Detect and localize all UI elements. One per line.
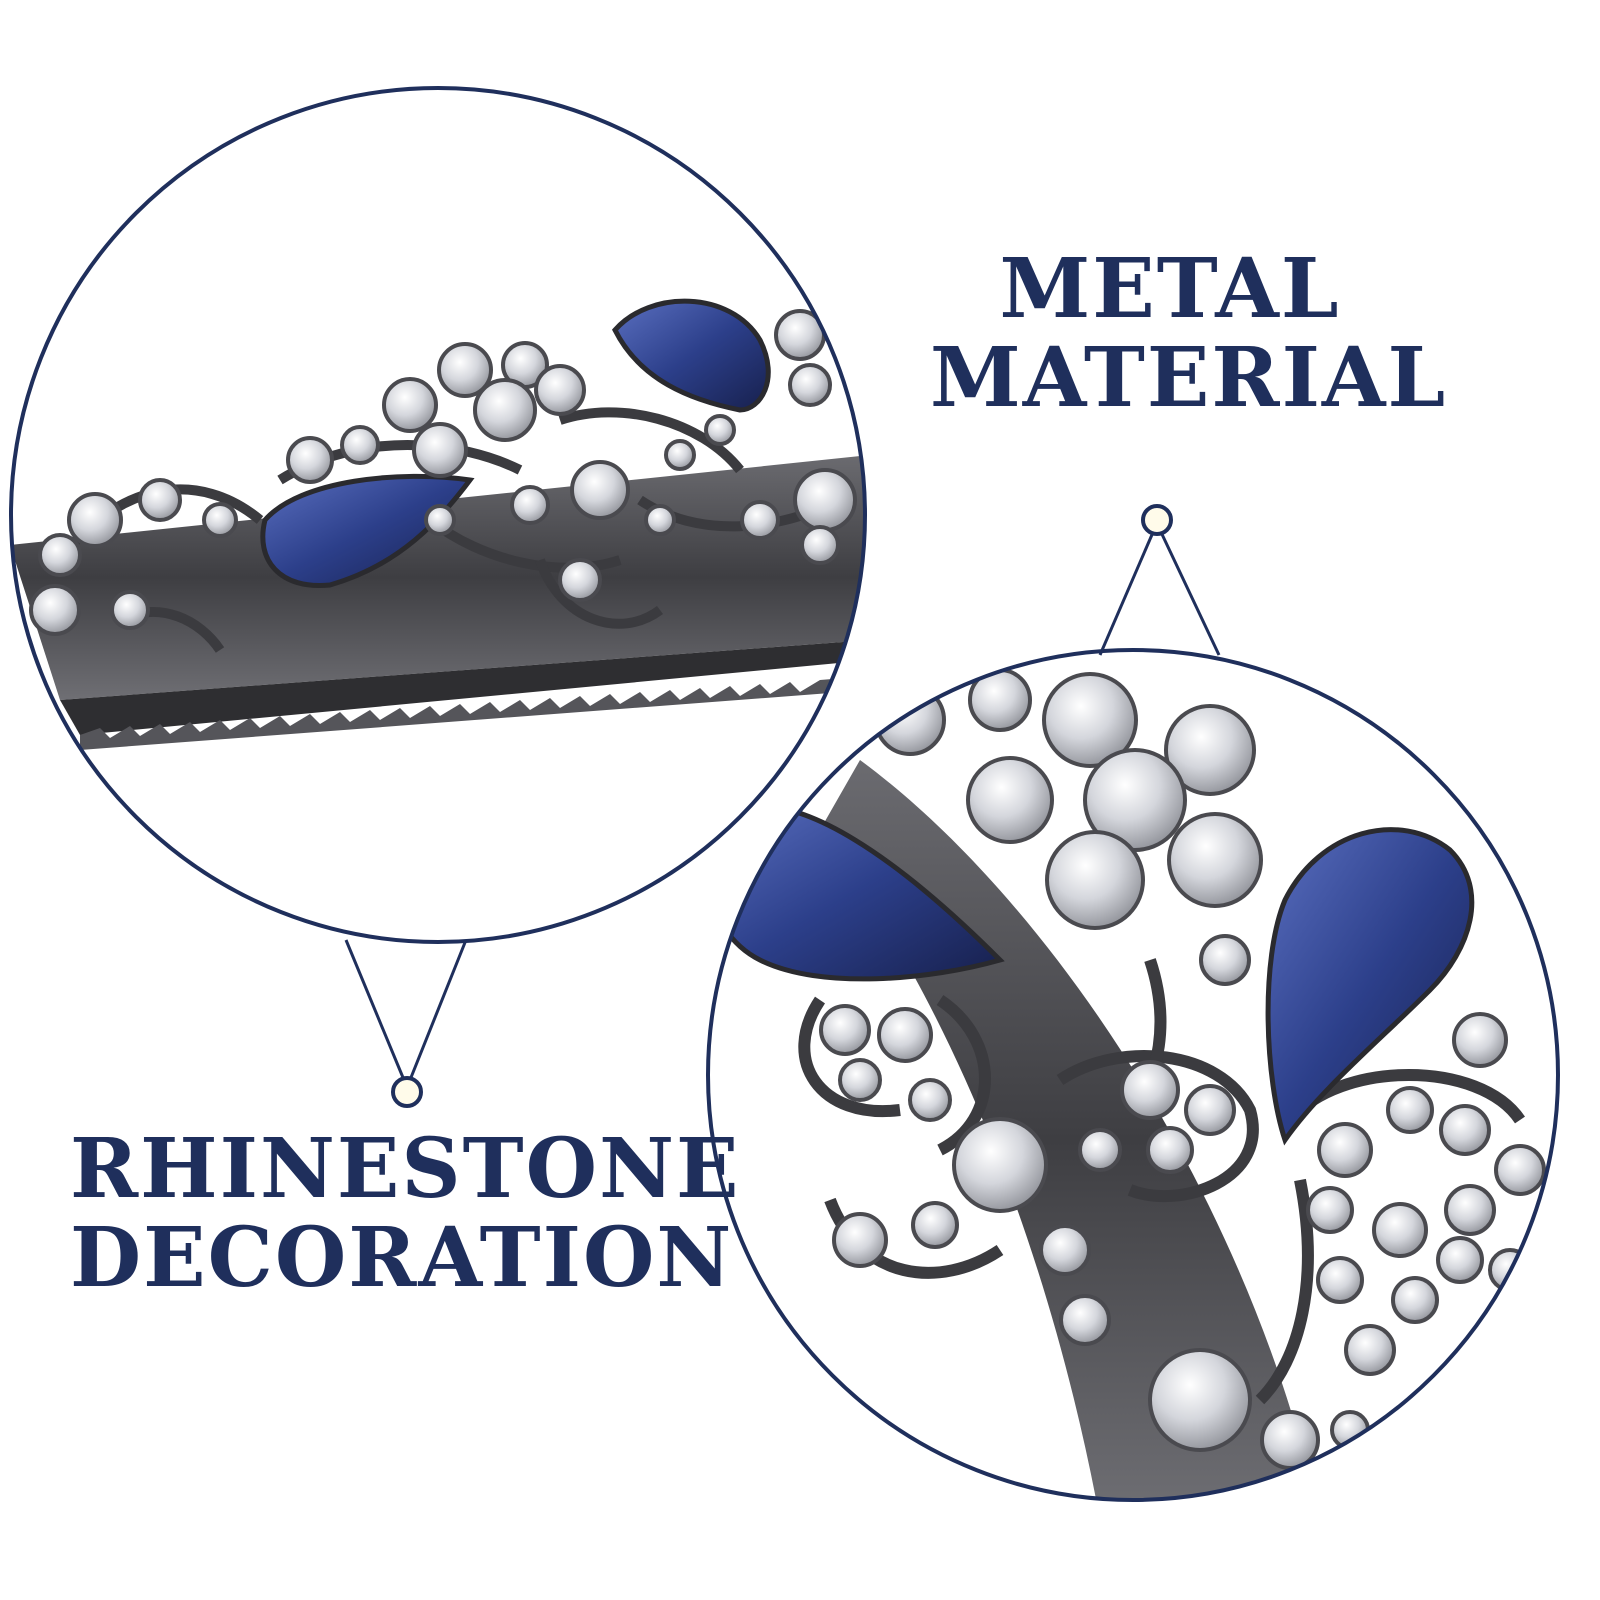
serrated-teeth [80,676,865,750]
rhinestone-cluster [819,668,1546,1470]
callout-dot [391,1076,423,1108]
zoom-circle-side-view [9,86,867,944]
rhinestone-decoration-caption: RHINESTONE DECORATION [70,1121,741,1306]
callout-pointer-rhinestone [344,939,468,1108]
sapphire-teardrop-stone [1265,827,1475,1146]
zoom-circle-border [706,648,1560,1502]
sapphire-teardrop-stone [612,298,771,413]
callout-pointer-metal [1098,504,1221,656]
caption-line: METAL [999,241,1341,337]
callout-dot [1141,504,1173,536]
caption-line: DECORATION [70,1209,734,1306]
caption-line: MATERIAL [930,329,1448,426]
zoom-circle-top-view [706,648,1560,1502]
rhinestone-cluster [29,309,857,636]
zoom-circle-border [9,86,867,944]
caption-line: RHINESTONE [70,1121,741,1217]
metal-material-caption: METAL MATERIAL [930,241,1448,426]
